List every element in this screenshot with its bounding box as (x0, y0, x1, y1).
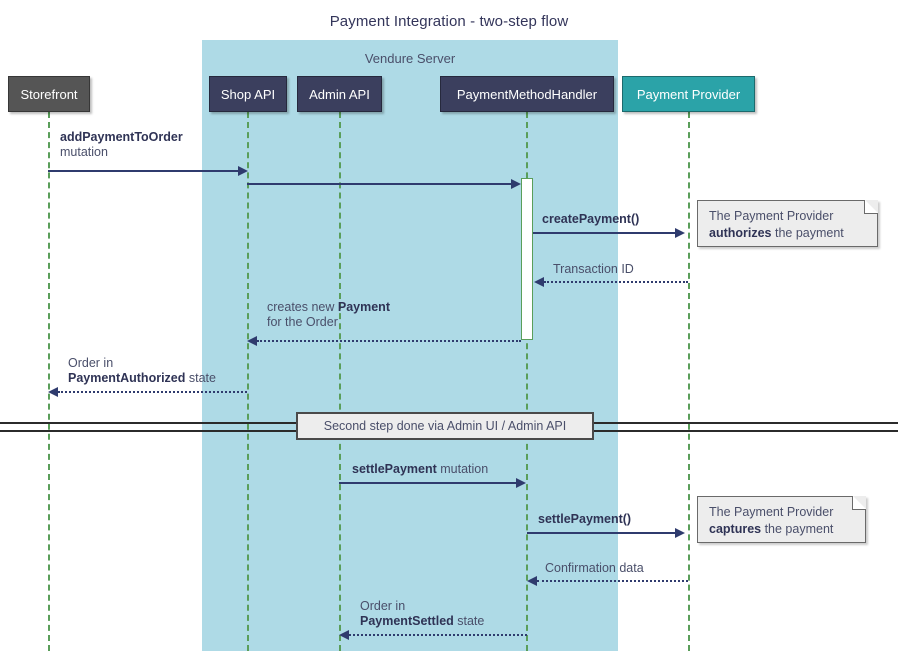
group-label-vendure-server: Vendure Server (364, 51, 456, 66)
group-box-vendure-server (202, 40, 618, 651)
divider-label-second-step: Second step done via Admin UI / Admin AP… (323, 419, 567, 433)
message-label-transaction-id: Transaction ID (553, 262, 634, 277)
participant-label-admin-api: Admin API (309, 86, 370, 102)
message-arrow-confirmation-data (537, 580, 688, 582)
message-arrow-shop-api-to-handler (247, 183, 511, 185)
message-arrow-settle-payment-call (527, 532, 675, 534)
message-text-transaction-id: Transaction ID (553, 262, 634, 276)
message-text-order-payment-settled-line1: Order in (360, 599, 406, 613)
participant-payment-provider[interactable]: Payment Provider (622, 76, 755, 112)
note-line2-captures: captures the payment (709, 521, 855, 538)
diagram-title: Payment Integration - two-step flow (329, 13, 569, 30)
arrow-head-confirmation-data (527, 576, 537, 586)
message-arrow-create-payment (533, 232, 675, 234)
message-text-creates-new-payment-line2: for the Order (267, 315, 338, 329)
message-text-creates-new-payment-line1a: creates new (267, 300, 338, 314)
note-fold-diagonal-authorizes (865, 200, 878, 213)
message-arrow-add-payment-to-order (48, 170, 238, 172)
message-label-settle-payment-call: settlePayment() (538, 512, 631, 527)
lifeline-payment-method-handler (526, 112, 528, 651)
message-label-order-payment-settled: Order in PaymentSettled state (360, 599, 484, 629)
message-label-order-payment-authorized: Order in PaymentAuthorized state (68, 356, 216, 386)
activation-bar-payment-method-handler (521, 178, 533, 340)
lifeline-shop-api (247, 112, 249, 651)
note-payment-provider-authorizes: The Payment Provider authorizes the paym… (697, 200, 878, 247)
lifeline-storefront (48, 112, 50, 651)
message-text-creates-new-payment-line1b: Payment (337, 300, 390, 314)
message-arrow-order-payment-settled (349, 634, 527, 636)
participant-shop-api[interactable]: Shop API (209, 76, 287, 112)
note-line2-authorizes: authorizes the payment (709, 225, 867, 242)
message-text-add-payment-to-order-line1: addPaymentToOrder (60, 130, 183, 144)
message-text-settle-payment-mutation-b: settlePayment (352, 462, 437, 476)
message-label-settle-payment-mutation: settlePayment mutation (352, 462, 488, 477)
message-arrow-order-payment-authorized (58, 391, 247, 393)
arrow-head-creates-new-payment (247, 336, 257, 346)
note-payment-provider-captures: The Payment Provider captures the paymen… (697, 496, 866, 543)
message-text-order-payment-settled-line2b: PaymentSettled (360, 614, 454, 628)
participant-storefront[interactable]: Storefront (8, 76, 90, 112)
lifeline-admin-api (339, 112, 341, 651)
note-line1-captures: The Payment Provider (709, 505, 834, 519)
message-text-order-payment-authorized-line1: Order in (68, 356, 114, 370)
message-text-settle-payment-mutation-tail: mutation (436, 462, 489, 476)
message-text-confirmation-data: Confirmation data (545, 561, 644, 575)
message-arrow-settle-payment-mutation (339, 482, 516, 484)
message-text-add-payment-to-order-line2: mutation (60, 145, 108, 159)
message-label-confirmation-data: Confirmation data (545, 561, 644, 576)
message-text-order-payment-settled-line2t: state (453, 614, 485, 628)
note-line2-bold-captures: captures (709, 522, 762, 536)
participant-label-storefront: Storefront (20, 86, 78, 102)
note-fold-diagonal-captures (853, 496, 866, 509)
participant-label-payment-method-handler: PaymentMethodHandler (456, 86, 598, 102)
message-text-order-payment-authorized-line2b: PaymentAuthorized (68, 371, 186, 385)
message-label-create-payment: createPayment() (542, 212, 639, 227)
arrow-head-shop-api-to-handler (511, 179, 521, 189)
message-arrow-creates-new-payment (257, 340, 521, 342)
arrow-head-settle-payment-mutation (516, 478, 526, 488)
arrow-head-add-payment-to-order (238, 166, 248, 176)
divider-box-second-step: Second step done via Admin UI / Admin AP… (296, 412, 594, 440)
arrow-head-order-payment-authorized (48, 387, 58, 397)
message-label-add-payment-to-order: addPaymentToOrder mutation (60, 130, 183, 160)
participant-payment-method-handler[interactable]: PaymentMethodHandler (440, 76, 614, 112)
message-label-creates-new-payment: creates new Payment for the Order (267, 300, 390, 330)
message-text-order-payment-authorized-line2t: state (185, 371, 216, 385)
arrow-head-settle-payment-call (675, 528, 685, 538)
arrow-head-order-payment-settled (339, 630, 349, 640)
message-text-create-payment: createPayment() (542, 212, 640, 226)
lifeline-payment-provider (688, 112, 690, 651)
message-arrow-transaction-id (544, 281, 688, 283)
note-line2-tail-authorizes: the payment (771, 226, 844, 240)
note-line2-bold-authorizes: authorizes (709, 226, 772, 240)
participant-label-shop-api: Shop API (220, 86, 276, 102)
participant-admin-api[interactable]: Admin API (297, 76, 382, 112)
note-line2-tail-captures: the payment (761, 522, 834, 536)
arrow-head-transaction-id (534, 277, 544, 287)
arrow-head-create-payment (675, 228, 685, 238)
message-text-settle-payment-call: settlePayment() (538, 512, 632, 526)
participant-label-payment-provider: Payment Provider (636, 86, 741, 102)
note-line1-authorizes: The Payment Provider (709, 209, 834, 223)
